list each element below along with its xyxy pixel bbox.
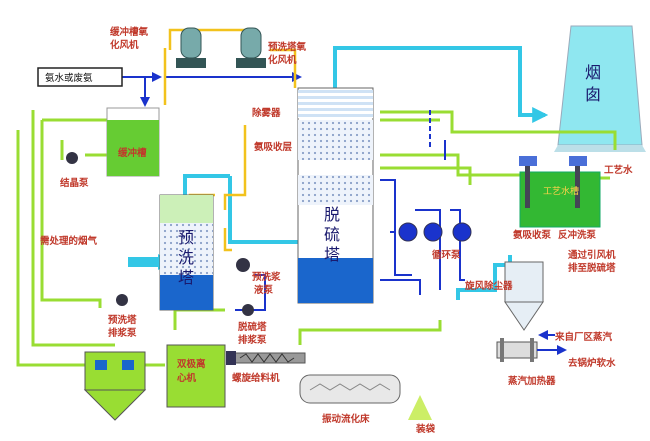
prewash-tower-label-1: 预 [178, 228, 194, 247]
air-and-ammonia-lines [122, 72, 465, 311]
prewash-drain-pump-label-1: 预洗塔 [108, 314, 137, 326]
buffer-tank-label: 缓冲槽 [118, 147, 147, 159]
prewash-slurry-pump-icon [236, 258, 250, 272]
desulf-drain-pump-label-2: 排浆泵 [238, 334, 267, 346]
boiler-water-label: 去锅炉软水 [568, 357, 616, 369]
desulf-drain-pump-label-1: 脱硫塔 [238, 321, 267, 333]
process-water-label: 工艺水 [604, 164, 633, 176]
demister-label: 除雾器 [252, 107, 281, 119]
ammonia-pump-label: 氨吸收泵 [513, 229, 552, 241]
desulf-tower-label-1: 脱 [324, 205, 340, 224]
prewash-drain-pump-icon [116, 294, 128, 306]
centrifuge-label-2: 心机 [177, 372, 197, 384]
desulf-tower-label-3: 塔 [324, 245, 340, 264]
process-water-tank: 工艺水槽 [519, 156, 601, 228]
desulfurization-tower: 脱 硫 塔 [297, 87, 374, 304]
screw-feeder [226, 351, 306, 365]
flue-gas-label: 需处理的烟气 [40, 235, 98, 247]
prewash-slurry-pump-label-1: 预洗浆 [252, 271, 281, 283]
steam-heater-label: 蒸汽加热器 [508, 375, 556, 387]
buffer-tank: 缓冲槽 [106, 107, 160, 177]
prewash-drain-pump-label-2: 排浆泵 [108, 327, 137, 339]
prewash-tower: 预 洗 塔 [159, 194, 214, 311]
desulf-tower-label-2: 硫 [324, 225, 340, 244]
process-tank-label: 工艺水槽 [543, 185, 579, 197]
crystal-pump-icon [66, 152, 78, 164]
steam-source-label: 来自厂区蒸汽 [554, 331, 613, 343]
cyclone-label: 旋风除尘器 [464, 280, 513, 292]
ammonia-input-label: 氨水或废氨 [45, 72, 93, 84]
prewash-blower-label-2: 化风机 [268, 54, 297, 66]
vibrating-fluid-bed [299, 374, 432, 420]
chimney-label-1: 烟 [585, 63, 601, 82]
buffer-tank-blower [176, 27, 206, 68]
to-desulf-label-1: 通过引风机 [568, 249, 616, 261]
circulation-pump-label: 循环泵 [432, 249, 461, 261]
circulation-pump-2-icon [423, 222, 443, 242]
to-desulf-label-2: 排至脱硫塔 [568, 262, 616, 274]
circulation-pump-1-icon [398, 222, 418, 242]
centrifuge-box: 双极离 心机 [166, 344, 226, 408]
ammonia-absorb-label: 氨吸收层 [254, 141, 293, 153]
steam-heater [496, 330, 567, 362]
centrifuge-label-1: 双极离 [176, 358, 206, 370]
ammonia-input-box [37, 67, 123, 87]
buffer-blower-label-1: 缓冲槽氧 [110, 26, 149, 38]
backwash-pump-label: 反冲洗泵 [558, 229, 597, 241]
fluid-bed-label: 振动流化床 [322, 413, 370, 425]
crystal-pump-label: 结晶泵 [59, 177, 89, 189]
prewash-tower-blower [236, 27, 266, 68]
prewash-slurry-pump-label-2: 液泵 [254, 284, 274, 296]
chimney: 烟 囱 [554, 25, 646, 152]
screw-feeder-label: 螺旋给料机 [232, 372, 280, 384]
desulf-drain-pump-icon [242, 304, 254, 316]
centrifuge [83, 351, 147, 421]
circulation-pump-3-icon [452, 222, 472, 242]
prewash-tower-label-2: 洗 [178, 248, 194, 267]
cyclone-separator [504, 261, 544, 331]
bagging-label: 装袋 [415, 423, 436, 435]
pumps [66, 152, 472, 316]
prewash-blower-label-1: 预洗塔氧 [268, 41, 307, 53]
buffer-blower-label-2: 化风机 [110, 39, 139, 51]
prewash-tower-label-3: 塔 [178, 268, 194, 287]
chimney-label-2: 囱 [585, 85, 601, 104]
